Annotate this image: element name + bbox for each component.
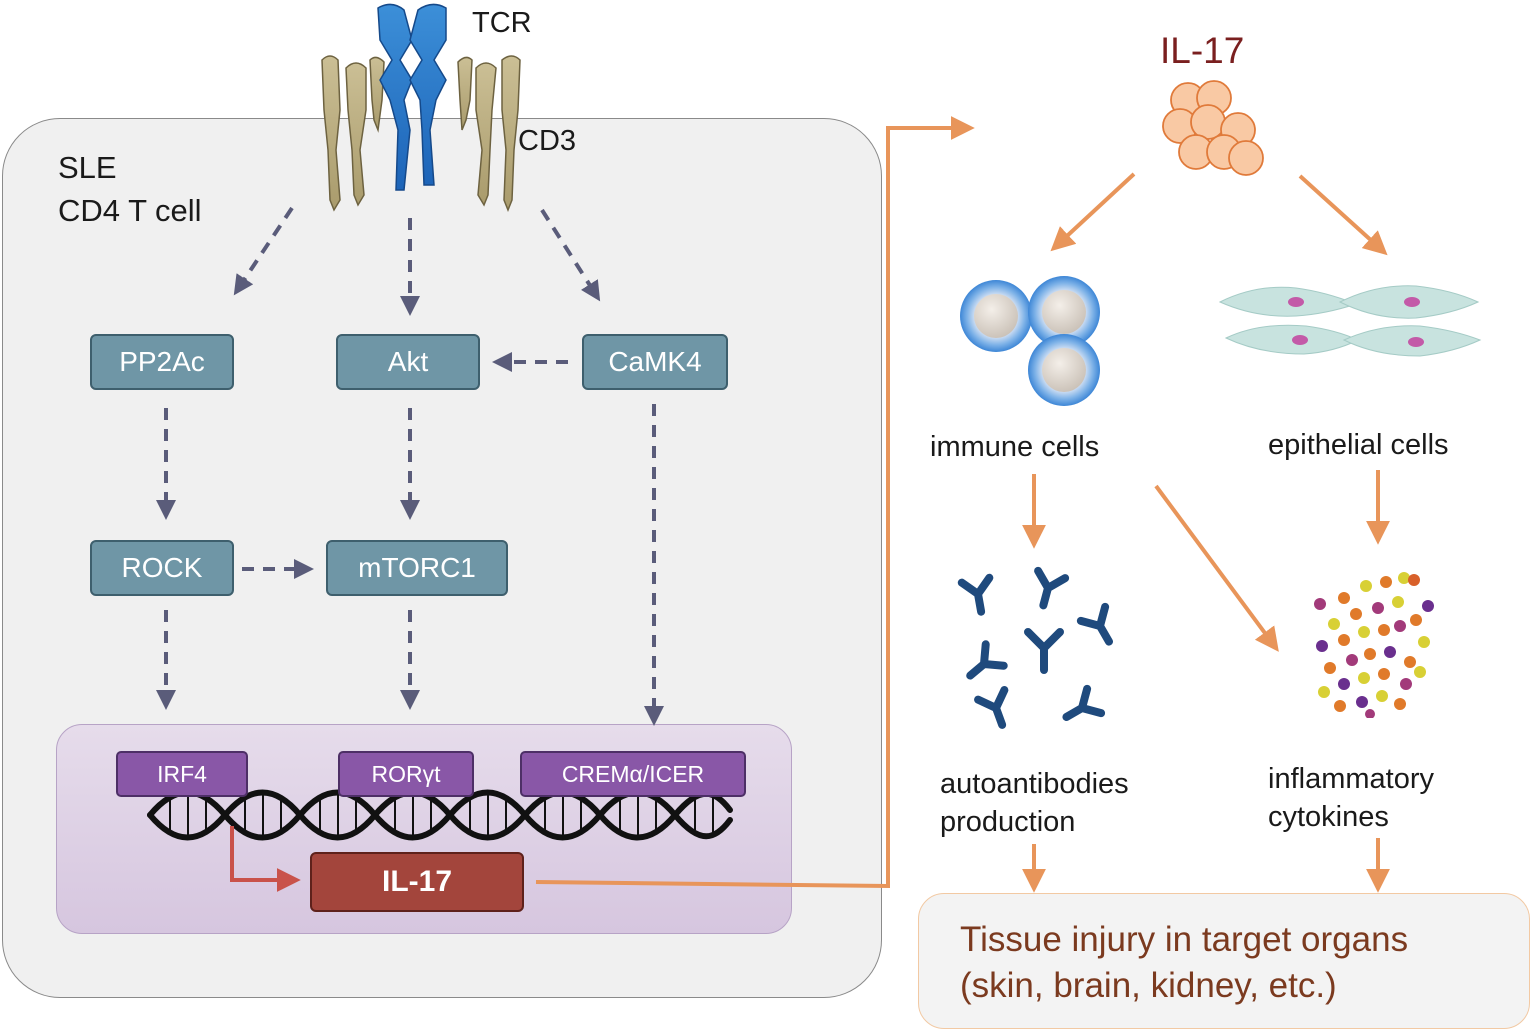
cell-label-sle: SLE: [58, 150, 117, 185]
label-cytokines: cytokines: [1268, 801, 1389, 833]
node-pp2ac: PP2Ac: [90, 334, 234, 390]
node-camk4: CaMK4: [582, 334, 728, 390]
label-immune-cells: immune cells: [930, 431, 1100, 463]
arrow-il17-immune: [1050, 172, 1136, 252]
node-mtorc1: mTORC1: [326, 540, 508, 596]
immune-cells-icon: [960, 276, 1100, 406]
tcr-cd3-receptor-icon: [321, 3, 521, 213]
label-inflammatory: inflammatory: [1268, 763, 1434, 795]
tf-rorgt: RORγt: [338, 751, 474, 797]
tissue-injury-box: [918, 893, 1530, 1029]
tissue-injury-line2: (skin, brain, kidney, etc.): [960, 966, 1337, 1005]
il17-molecules-icon: [1162, 80, 1264, 176]
autoantibodies-icon: [957, 566, 1113, 729]
tf-crem-icer: CREMα/ICER: [520, 751, 746, 797]
arrow-immune-cytokines: [1154, 484, 1279, 652]
il17-gene-box: IL-17: [310, 852, 524, 912]
inflammatory-cytokines-icon: [1314, 572, 1434, 718]
tf-irf4: IRF4: [116, 751, 248, 797]
epithelial-cells-icon: [1218, 285, 1482, 357]
il17-secreted-title: IL-17: [1160, 30, 1245, 71]
tcr-label: TCR: [472, 7, 532, 39]
label-epithelial-cells: epithelial cells: [1268, 429, 1449, 461]
cell-label-cd4: CD4 T cell: [58, 193, 202, 228]
tissue-injury-line1: Tissue injury in target organs: [960, 920, 1409, 959]
arrow-il17-epithelial: [1298, 174, 1388, 256]
node-akt: Akt: [336, 334, 480, 390]
label-production: production: [940, 806, 1076, 838]
node-rock: ROCK: [90, 540, 234, 596]
label-autoantibodies: autoantibodies: [940, 768, 1129, 800]
